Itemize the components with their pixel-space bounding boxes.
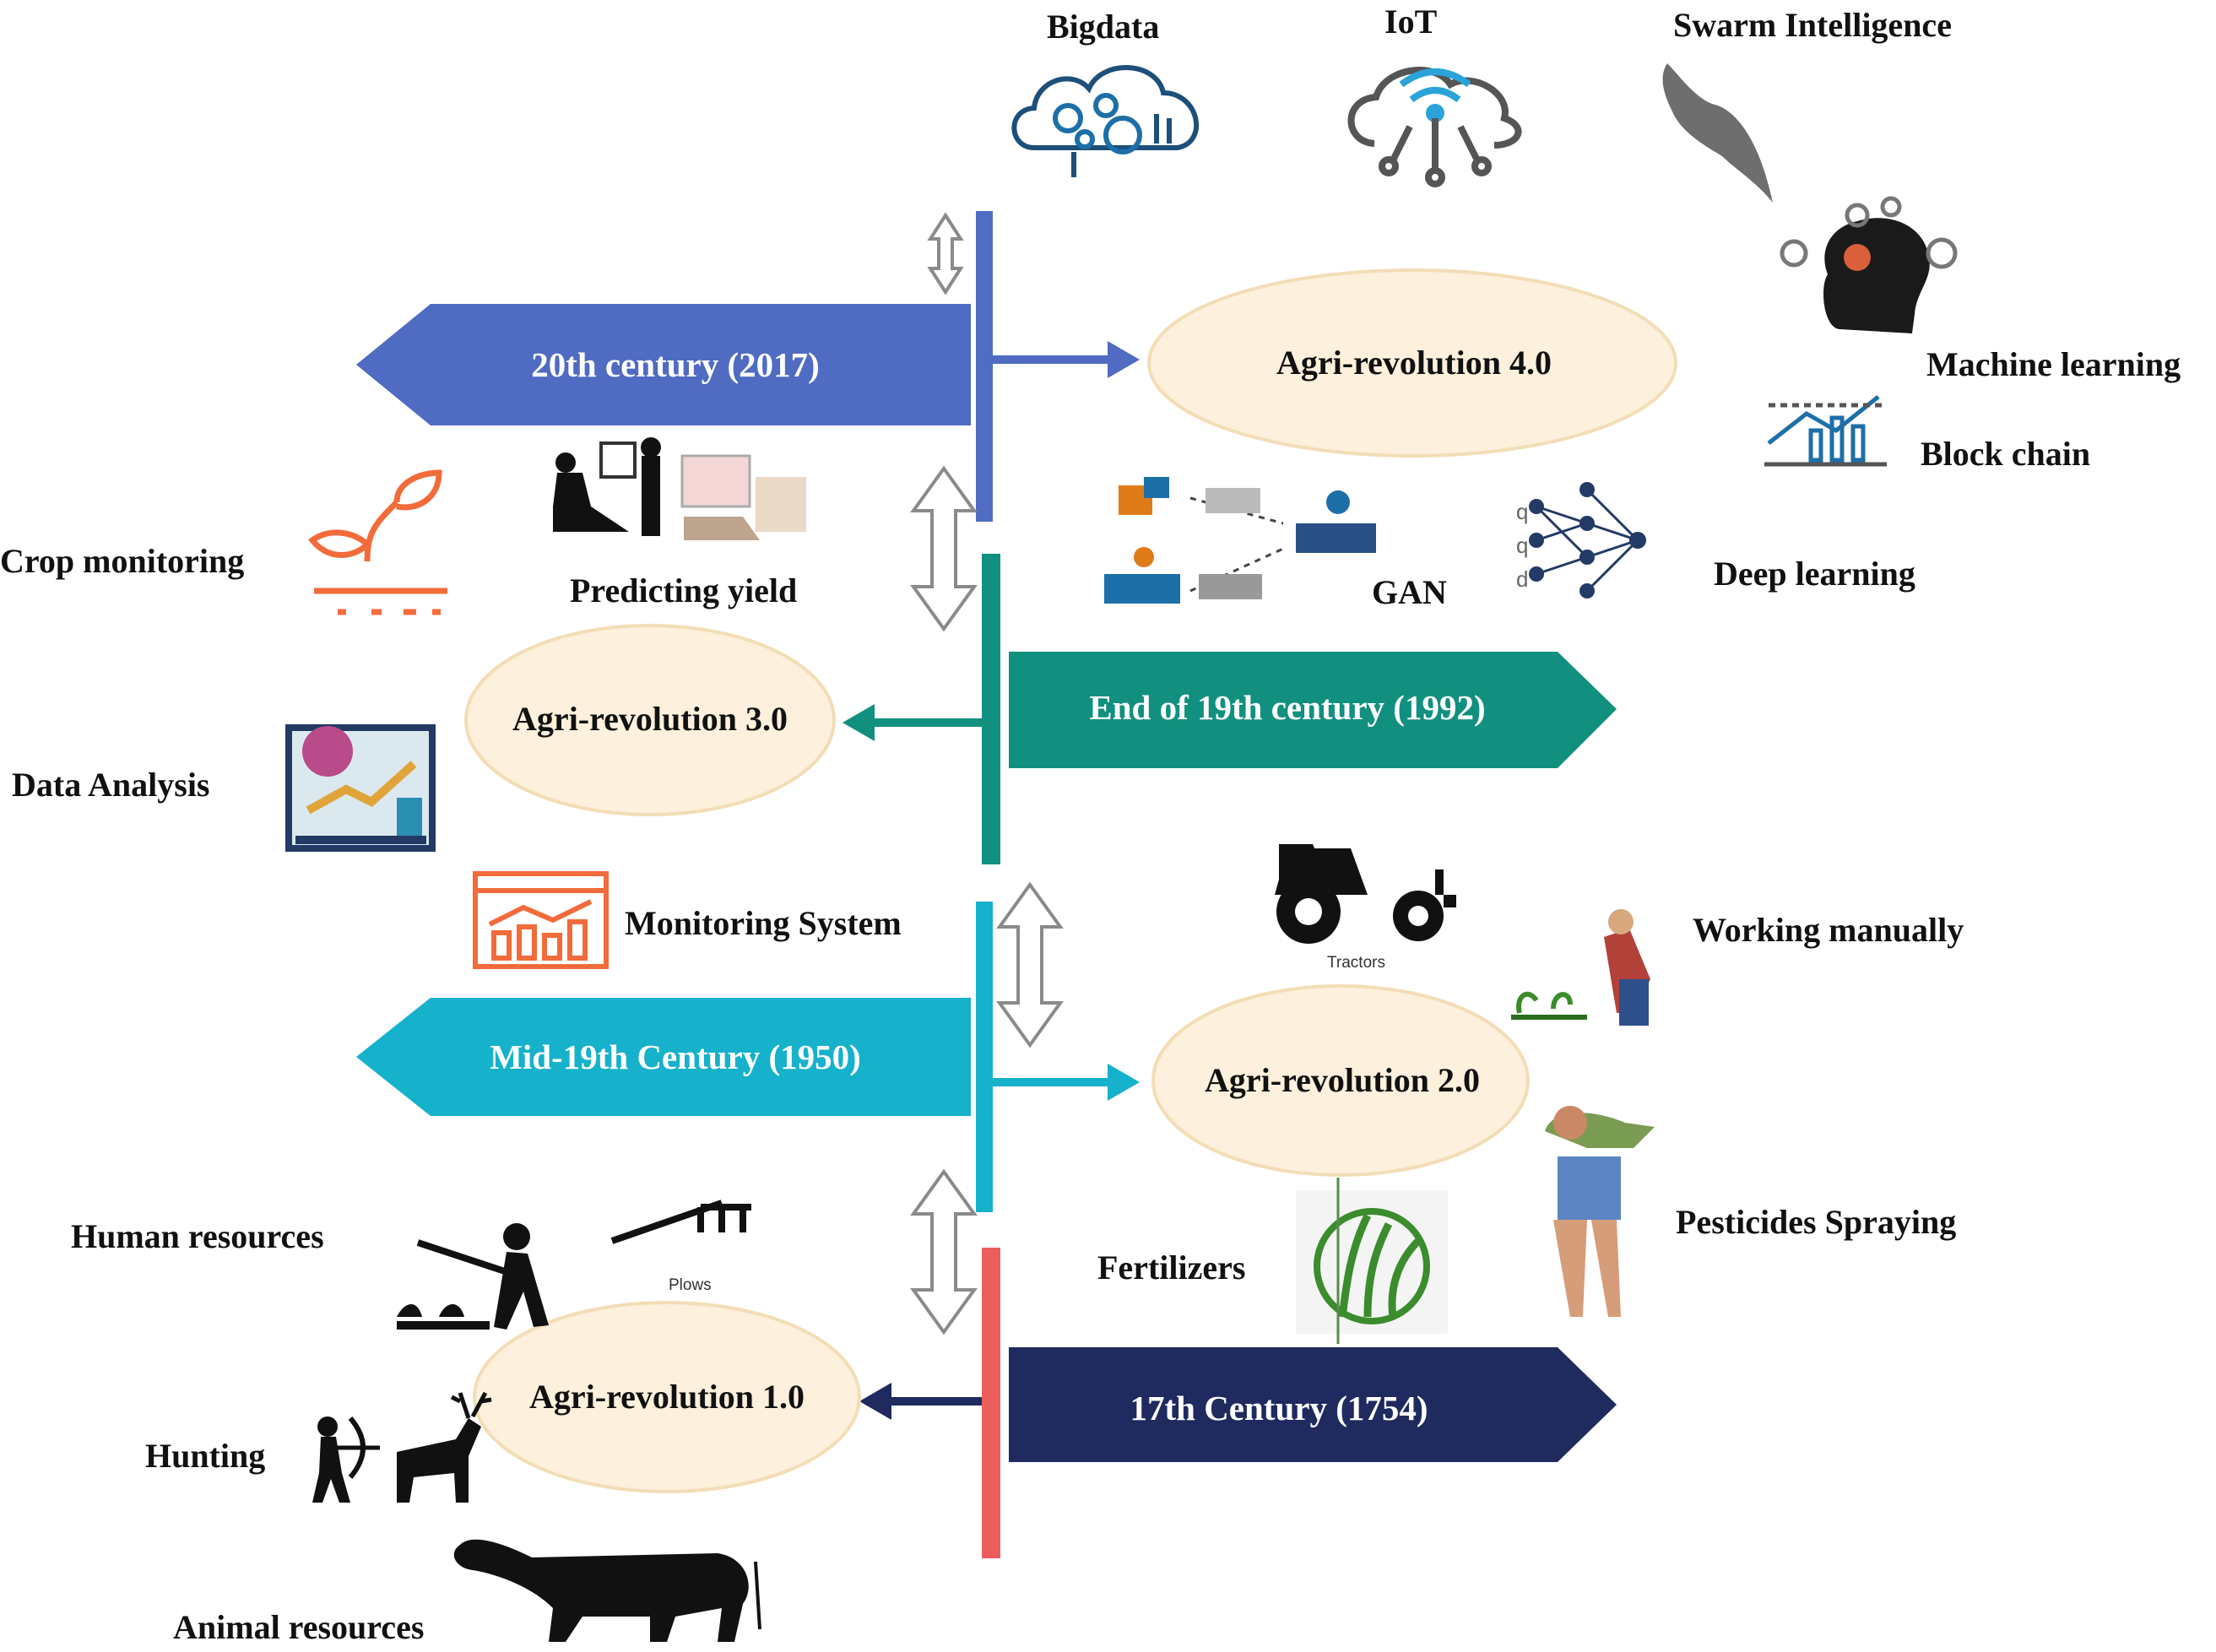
working-manually-label: Working manually — [1693, 911, 1964, 949]
farmer-hoeing-icon — [397, 1223, 549, 1330]
timeline-bar-era2 — [976, 902, 993, 1212]
plows-caption: Plows — [669, 1276, 712, 1294]
predicting-yield-label: Predicting yield — [570, 571, 798, 609]
connector-era2 — [993, 1064, 1140, 1101]
ox-animal-icon — [453, 1539, 761, 1642]
machine-learning-label: Machine learning — [1926, 345, 2181, 383]
transition-arrow-1-2 — [910, 1168, 978, 1335]
era4-arrow-label: 20th century (2017) — [531, 345, 820, 384]
gan-network-icon — [1104, 477, 1376, 604]
revolution-4-label: Agri-revolution 4.0 — [1276, 344, 1552, 382]
deep-learning-label: Deep learning — [1714, 555, 1915, 593]
svg-text:q: q — [1516, 499, 1528, 524]
transition-arrow-2-3 — [996, 881, 1064, 1048]
svg-text:q: q — [1516, 533, 1528, 558]
farmer-working-manually-icon — [1511, 909, 1650, 1026]
revolution-1-label: Agri-revolution 1.0 — [529, 1378, 805, 1416]
animal-resources-label: Animal resources — [173, 1608, 425, 1646]
tractors-caption: Tractors — [1327, 954, 1385, 972]
revolution-2-label: Agri-revolution 2.0 — [1205, 1061, 1480, 1099]
tractor-icon — [1275, 844, 1456, 944]
block-chain-icon — [1764, 395, 1887, 467]
hunting-label: Hunting — [145, 1437, 266, 1475]
bigdata-cloud-icon — [1011, 65, 1200, 177]
gan-label: GAN — [1372, 573, 1447, 611]
deep-learning-network-icon: q q d — [1516, 482, 1646, 599]
connector-era4 — [993, 341, 1140, 378]
pesticides-spraying-label: Pesticides Spraying — [1676, 1203, 1957, 1241]
ellipse-rev2 — [1151, 984, 1530, 1177]
timeline-bar-era3 — [982, 554, 1000, 864]
svg-text:d: d — [1516, 566, 1528, 592]
data-analysis-label: Data Analysis — [12, 766, 210, 804]
fertilizers-label: Fertilizers — [1097, 1248, 1246, 1286]
era3-arrow — [1009, 652, 1617, 768]
ellipse-rev4 — [1147, 268, 1677, 458]
era1-arrow-label: 17th Century (1754) — [1130, 1389, 1428, 1427]
swarm-intelligence-icon — [1662, 63, 1773, 203]
era4-arrow — [356, 304, 971, 425]
iot-label: IoT — [1384, 3, 1438, 41]
predicting-yield-people-icon — [553, 437, 806, 540]
bigdata-label: Bigdata — [1047, 8, 1160, 46]
revolution-3-label: Agri-revolution 3.0 — [512, 700, 788, 738]
era2-arrow-label: Mid-19th Century (1950) — [490, 1037, 861, 1076]
monitoring-system-label: Monitoring System — [625, 904, 902, 942]
human-resources-label: Human resources — [71, 1217, 324, 1255]
era1-arrow — [1009, 1347, 1617, 1462]
crop-monitoring-plant-icon — [308, 469, 447, 615]
connector-era1 — [859, 1383, 982, 1420]
timeline-bar-era4 — [976, 211, 993, 522]
ellipse-rev1 — [473, 1301, 861, 1493]
transition-arrow-small — [927, 212, 964, 295]
pesticides-spraying-person-icon — [1545, 1106, 1655, 1317]
timeline-bar-era1 — [982, 1248, 1000, 1558]
swarm-intelligence-label: Swarm Intelligence — [1673, 6, 1952, 44]
fertilizer-grass-icon — [1296, 1178, 1448, 1344]
data-analysis-chart-icon — [285, 724, 436, 852]
crop-monitoring-label: Crop monitoring — [0, 542, 245, 580]
era3-arrow-label: End of 19th century (1992) — [1089, 688, 1486, 727]
block-chain-label: Block chain — [1921, 435, 2091, 473]
era2-arrow — [356, 998, 971, 1116]
plow-icon — [610, 1200, 751, 1244]
iot-cloud-wifi-icon — [1347, 67, 1522, 187]
connector-era3 — [843, 704, 982, 741]
transition-arrow-3-4 — [910, 465, 978, 632]
machine-learning-head-icon — [1780, 196, 1958, 333]
monitoring-system-dashboard-icon — [473, 871, 609, 969]
ellipse-rev3 — [464, 624, 836, 816]
hunting-archer-deer-icon — [312, 1391, 492, 1503]
